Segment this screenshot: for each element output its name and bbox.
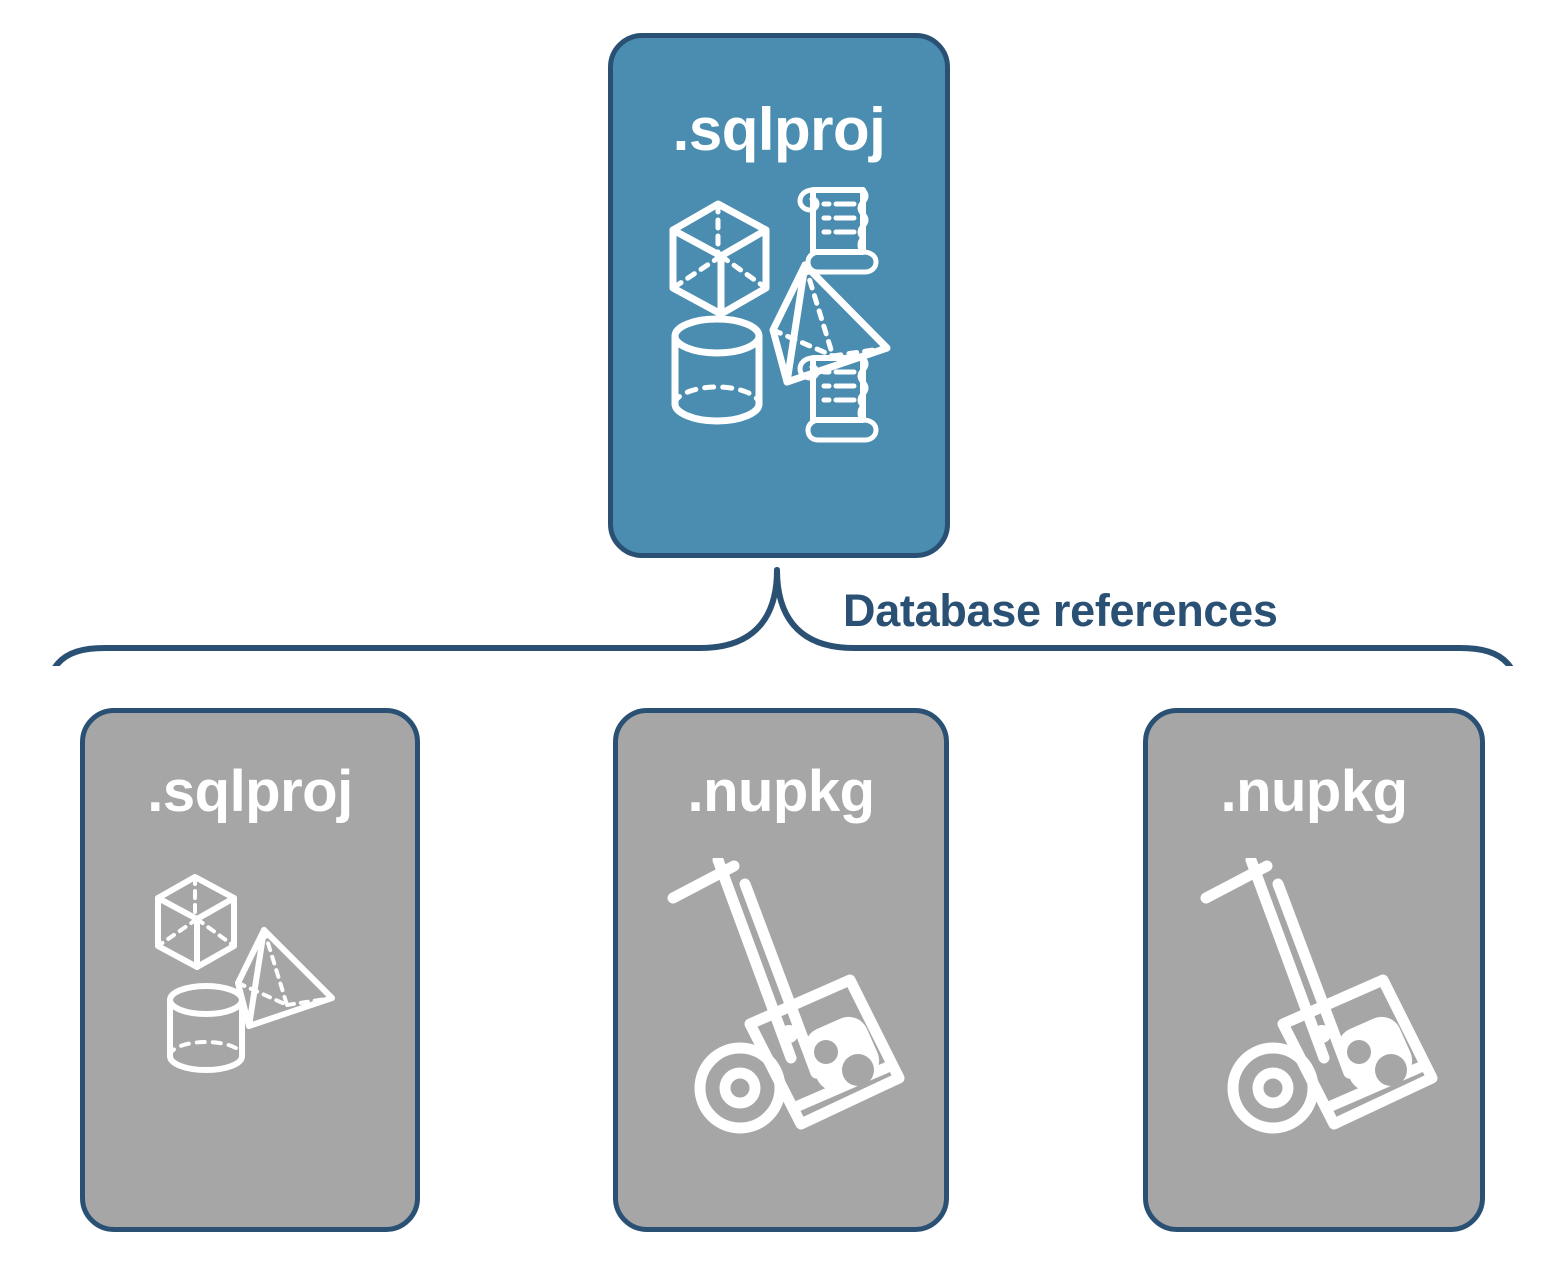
child-card-label: .sqlproj [147,759,353,824]
child-card-label: .nupkg [1220,759,1408,824]
sqlproj-shapes-svg [155,874,335,1073]
wheel-icon [694,1042,786,1134]
root-sqlproj-card[interactable]: .sqlproj [608,33,950,558]
child-1-icon-cluster [150,858,350,1093]
cube-icon [669,200,770,318]
hand-truck-package-icon [667,854,905,1134]
cylinder-icon [671,315,763,425]
root-card-label: .sqlproj [672,96,886,163]
database-references-label: Database references [843,585,1278,636]
pyramid-icon [769,261,891,386]
cylinder-icon [167,983,245,1073]
hand-truck-package-icon [1200,854,1438,1134]
cube-icon [155,874,237,970]
child-sqlproj-card[interactable]: .sqlproj [80,708,420,1232]
scroll-icon [797,187,879,275]
child-3-icon-cluster [1179,854,1449,1143]
scroll-icon [797,355,879,443]
pyramid-icon [235,927,335,1029]
root-card-icon-cluster [663,178,913,448]
child-card-label: .nupkg [687,759,875,824]
child-nupkg-card[interactable]: .nupkg [1143,708,1485,1232]
database-references-brace [52,567,1514,666]
wheel-icon [1227,1042,1319,1134]
child-nupkg-card[interactable]: .nupkg [613,708,949,1232]
child-2-icon-cluster [646,854,916,1143]
root-icons-svg [669,187,891,443]
